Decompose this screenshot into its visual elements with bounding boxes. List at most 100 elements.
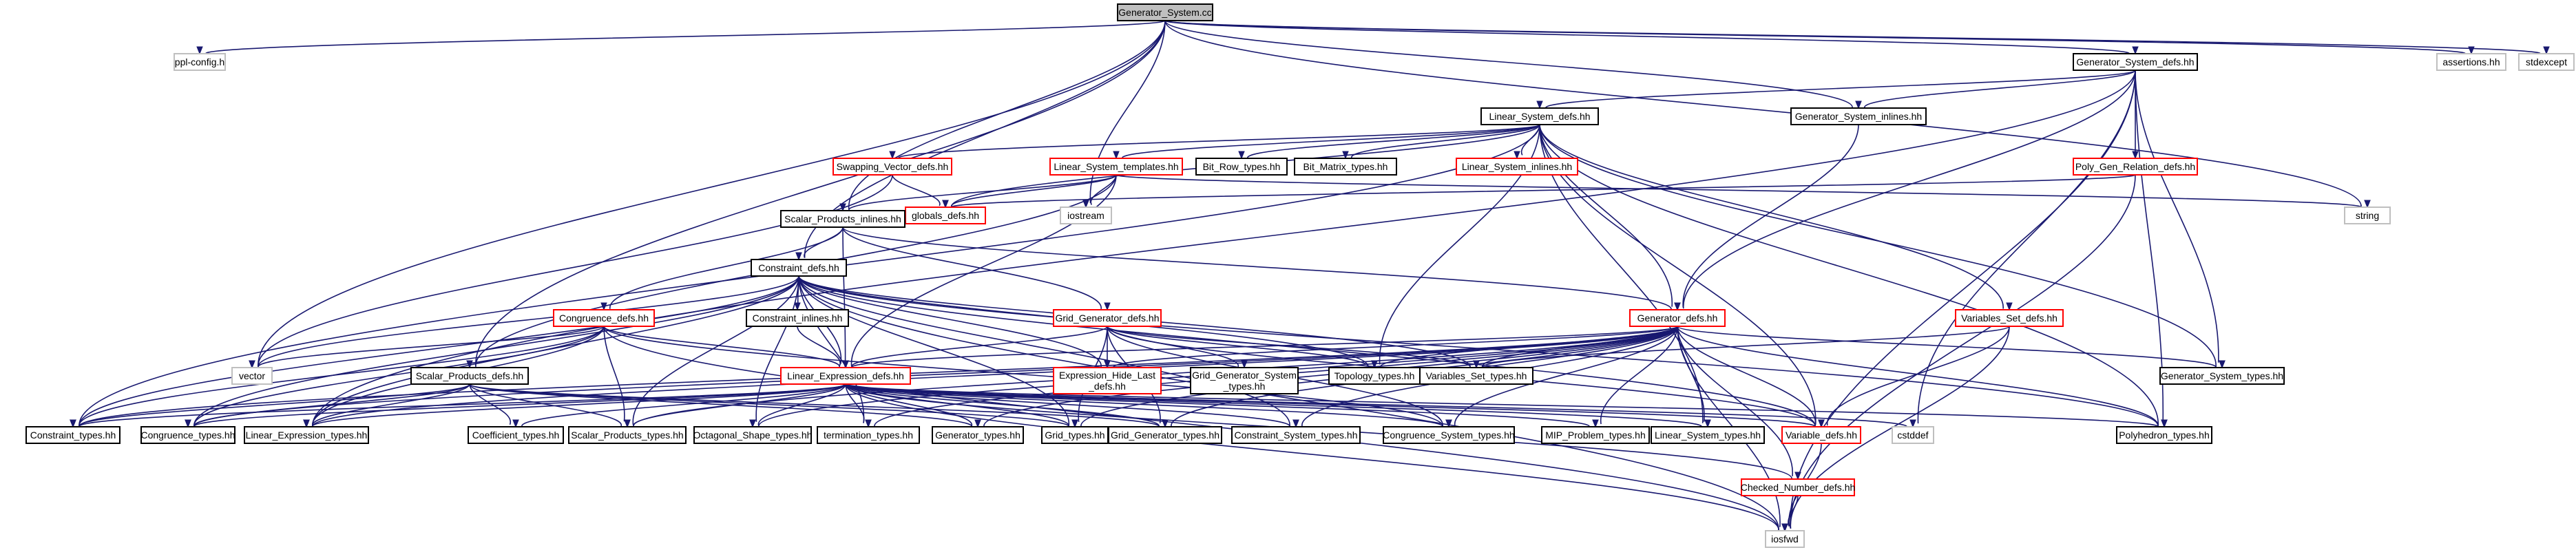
node-let[interactable]: Linear_Expression_types.hh: [244, 426, 369, 444]
node-box: [231, 367, 273, 385]
node-oct[interactable]: Octagonal_Shape_types.hh: [693, 426, 813, 444]
include-edge: [1674, 124, 1859, 311]
edge-layer: [70, 20, 2550, 532]
node-box: [1541, 426, 1650, 444]
edge-arrowhead: [1514, 151, 1520, 160]
edge-arrowhead: [1473, 360, 1480, 369]
node-ggd[interactable]: Grid_Generator_defs.hh: [1053, 309, 1162, 327]
edge-arrowhead: [794, 302, 801, 311]
node-cnd[interactable]: Checked_Number_defs.hh: [1741, 478, 1856, 496]
node-label: Bit_Row_types.hh: [1203, 161, 1281, 172]
node-pgrd[interactable]: Poly_Gen_Relation_defs.hh: [2073, 158, 2198, 176]
edge-arrowhead: [1082, 200, 1089, 209]
node-box: [932, 426, 1024, 444]
node-cgd[interactable]: Congruence_defs.hh: [553, 309, 655, 327]
node-globals[interactable]: globals_defs.hh: [905, 207, 986, 224]
node-label: stdexcept: [2526, 56, 2567, 67]
edge-arrowhead: [749, 419, 756, 428]
node-lsi[interactable]: Linear_System_inlines.hh: [1456, 158, 1578, 176]
node-box: [2344, 207, 2391, 224]
node-lst[interactable]: Linear_System_templates.hh: [1049, 158, 1183, 176]
node-label: Polyhedron_types.hh: [2119, 430, 2210, 441]
node-vst[interactable]: Variables_Set_types.hh: [1419, 367, 1533, 385]
node-ci[interactable]: Constraint_inlines.hh: [746, 309, 849, 327]
node-spd[interactable]: Scalar_Products_defs.hh: [410, 367, 529, 385]
node-label: ppl-config.h: [175, 56, 224, 67]
node-label: string: [2356, 210, 2379, 221]
edge-arrowhead: [1445, 419, 1452, 428]
node-label: Linear_System_defs.hh: [1489, 111, 1590, 122]
node-term[interactable]: termination_types.hh: [817, 426, 920, 444]
node-gsi[interactable]: Generator_System_inlines.hh: [1790, 107, 1927, 125]
node-cstddef: cstddef: [1892, 426, 1934, 444]
node-cgt[interactable]: Congruence_types.hh: [140, 426, 235, 444]
node-ggst[interactable]: Grid_Generator_System_types.hh: [1190, 367, 1299, 394]
node-cgst[interactable]: Congruence_System_types.hh: [1383, 426, 1515, 444]
node-ct[interactable]: Constraint_types.hh: [25, 426, 121, 444]
node-led[interactable]: Linear_Expression_defs.hh: [780, 367, 911, 385]
edge-arrowhead: [1162, 419, 1169, 428]
node-box: [1195, 158, 1288, 176]
edge-arrowhead: [2132, 46, 2139, 55]
node-box: [2436, 53, 2506, 71]
node-box: [1053, 309, 1162, 327]
node-brt[interactable]: Bit_Row_types.hh: [1195, 158, 1288, 176]
include-edge: [1677, 326, 2226, 369]
include-edge: [749, 383, 846, 428]
node-label: Congruence_types.hh: [141, 430, 235, 441]
node-label: MIP_Problem_types.hh: [1545, 430, 1646, 441]
node-label: Octagonal_Shape_types.hh: [693, 430, 813, 441]
node-box: [1741, 478, 1855, 496]
node-box: [553, 309, 655, 327]
node-vard[interactable]: Variable_defs.hh: [1781, 426, 1861, 444]
edge-arrowhead: [795, 252, 802, 261]
edge-arrowhead: [196, 46, 203, 55]
include-edge: [845, 383, 2168, 428]
node-label: Poly_Gen_Relation_defs.hh: [2075, 161, 2195, 172]
node-cd[interactable]: Constraint_defs.hh: [751, 259, 847, 277]
node-label: Constraint_System_types.hh: [1235, 430, 1358, 441]
node-spt[interactable]: Scalar_Products_types.hh: [568, 426, 687, 444]
node-spi[interactable]: Scalar_Products_inlines.hh: [780, 210, 905, 228]
include-edge: [196, 20, 1166, 55]
edge-arrowhead: [2468, 46, 2475, 55]
node-topo[interactable]: Topology_types.hh: [1328, 367, 1421, 385]
include-edge: [1164, 20, 2139, 55]
node-gsd[interactable]: Generator_System_defs.hh: [2073, 53, 2198, 71]
include-edge: [1539, 124, 1825, 428]
include-edge: [249, 20, 1166, 369]
node-ehl[interactable]: Expression_Hide_Last_defs.hh: [1053, 367, 1162, 394]
edge-arrowhead: [512, 419, 519, 428]
include-edge: [1116, 174, 2371, 209]
node-coef[interactable]: Coefficient_types.hh: [468, 426, 564, 444]
node-label: Scalar_Products_types.hh: [571, 430, 683, 441]
node-vsd[interactable]: Variables_Set_defs.hh: [1955, 309, 2064, 327]
include-edge: [603, 326, 631, 428]
node-gent[interactable]: Generator_types.hh: [932, 426, 1024, 444]
include-edge: [303, 383, 846, 428]
node-lsd[interactable]: Linear_System_defs.hh: [1480, 107, 1599, 125]
edge-arrowhead: [1704, 419, 1711, 428]
node-gridt[interactable]: Grid_types.hh: [1041, 426, 1109, 444]
edge-arrowhead: [2006, 302, 2013, 311]
node-label: Generator_System_inlines.hh: [1795, 111, 1922, 122]
node-mip[interactable]: MIP_Problem_types.hh: [1541, 426, 1650, 444]
node-label: Grid_Generator_types.hh: [1111, 430, 1219, 441]
include-edge: [600, 226, 844, 311]
node-gstypes[interactable]: Generator_System_types.hh: [2159, 367, 2285, 385]
node-label: Topology_types.hh: [1334, 370, 1415, 381]
node-box: [1231, 426, 1361, 444]
edge-arrowhead: [1238, 151, 1245, 160]
node-gd[interactable]: Generator_defs.hh: [1629, 309, 1726, 327]
node-polyt[interactable]: Polyhedron_types.hh: [2116, 426, 2212, 444]
node-lstypes[interactable]: Linear_System_types.hh: [1651, 426, 1765, 444]
node-stdexcept: stdexcept: [2518, 53, 2575, 71]
edge-arrowhead: [1781, 523, 1788, 532]
node-label: Generator_System.cc: [1118, 7, 1211, 18]
node-ggt[interactable]: Grid_Generator_types.hh: [1108, 426, 1222, 444]
edge-arrowhead: [1292, 419, 1299, 428]
node-svd[interactable]: Swapping_Vector_defs.hh: [833, 158, 952, 176]
node-bmt[interactable]: Bit_Matrix_types.hh: [1294, 158, 1397, 176]
node-cst[interactable]: Constraint_System_types.hh: [1231, 426, 1361, 444]
